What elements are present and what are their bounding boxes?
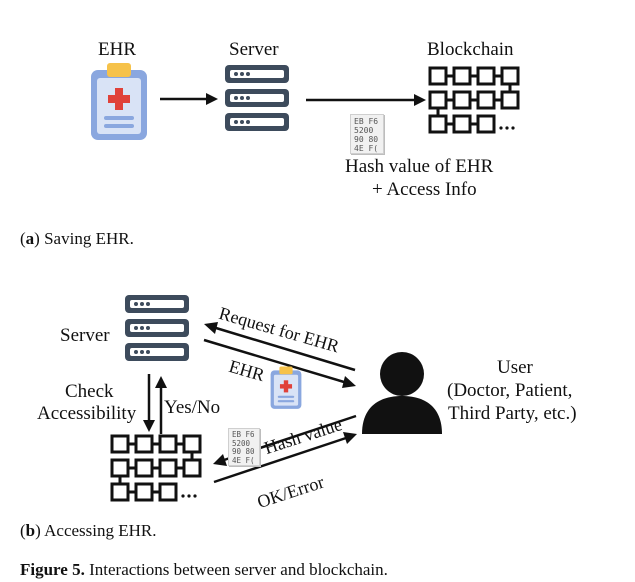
doc-line: 5200 bbox=[232, 438, 251, 448]
accessibility-label: Accessibility bbox=[37, 403, 137, 424]
doc-line: 4E F( bbox=[354, 144, 379, 153]
doc-line: 5200 bbox=[354, 126, 374, 135]
doc-line: 4E F( bbox=[232, 455, 255, 465]
figure-caption-text: Interactions between server and blockcha… bbox=[84, 560, 388, 579]
server-icon-b bbox=[125, 295, 189, 361]
hash-document-icon-a: EB F6 5200 90 80 4E F( bbox=[350, 114, 384, 154]
figure-caption: Figure 5. Interactions between server an… bbox=[20, 561, 388, 578]
server-label-a: Server bbox=[229, 39, 279, 60]
doc-line: EB F6 bbox=[354, 117, 379, 126]
arrow-yes-no bbox=[155, 376, 167, 434]
doc-line: EB F6 bbox=[232, 430, 255, 439]
caption-b-text: Accessing EHR. bbox=[40, 521, 157, 540]
blockchain-icon-b bbox=[110, 434, 202, 502]
caption-b: (b) Accessing EHR. bbox=[20, 521, 157, 540]
blockchain-icon-a bbox=[428, 66, 520, 134]
arrow-ehr-to-user bbox=[203, 338, 356, 388]
user-roles-2: Third Party, etc.) bbox=[448, 403, 577, 424]
arrow-check-accessibility bbox=[143, 374, 155, 432]
caption-b-letter: b bbox=[25, 521, 36, 540]
hash-document-icon-b: EB F6 5200 90 80 4E F( bbox=[228, 428, 260, 466]
ehr-label-a: EHR bbox=[98, 39, 136, 60]
caption-a: (a) Saving EHR. bbox=[20, 229, 134, 248]
user-label: User bbox=[497, 357, 533, 378]
caption-a-text: Saving EHR. bbox=[39, 229, 134, 248]
caption-a-letter: a bbox=[25, 229, 35, 248]
user-icon bbox=[362, 352, 442, 434]
figure-label: Figure 5. bbox=[20, 560, 85, 579]
access-info-text: + Access Info bbox=[372, 179, 477, 200]
server-label-b: Server bbox=[60, 325, 110, 346]
blockchain-label-a: Blockchain bbox=[427, 39, 514, 60]
yes-no-label: Yes/No bbox=[164, 397, 221, 418]
clipboard-ehr-icon bbox=[91, 63, 147, 140]
doc-line: 90 80 bbox=[232, 447, 255, 456]
arrow-server-to-blockchain bbox=[306, 94, 426, 106]
user-roles-1: (Doctor, Patient, bbox=[447, 380, 573, 401]
server-icon-a bbox=[225, 65, 289, 131]
arrow-ok-error bbox=[213, 432, 357, 484]
clipboard-ehr-icon-small bbox=[270, 366, 302, 409]
arrow-ehr-to-server bbox=[160, 93, 218, 105]
hash-value-text: Hash value of EHR bbox=[345, 156, 494, 177]
check-label: Check bbox=[65, 381, 114, 402]
arrow-request-for-ehr bbox=[204, 322, 356, 372]
doc-line: 90 80 bbox=[354, 135, 379, 144]
